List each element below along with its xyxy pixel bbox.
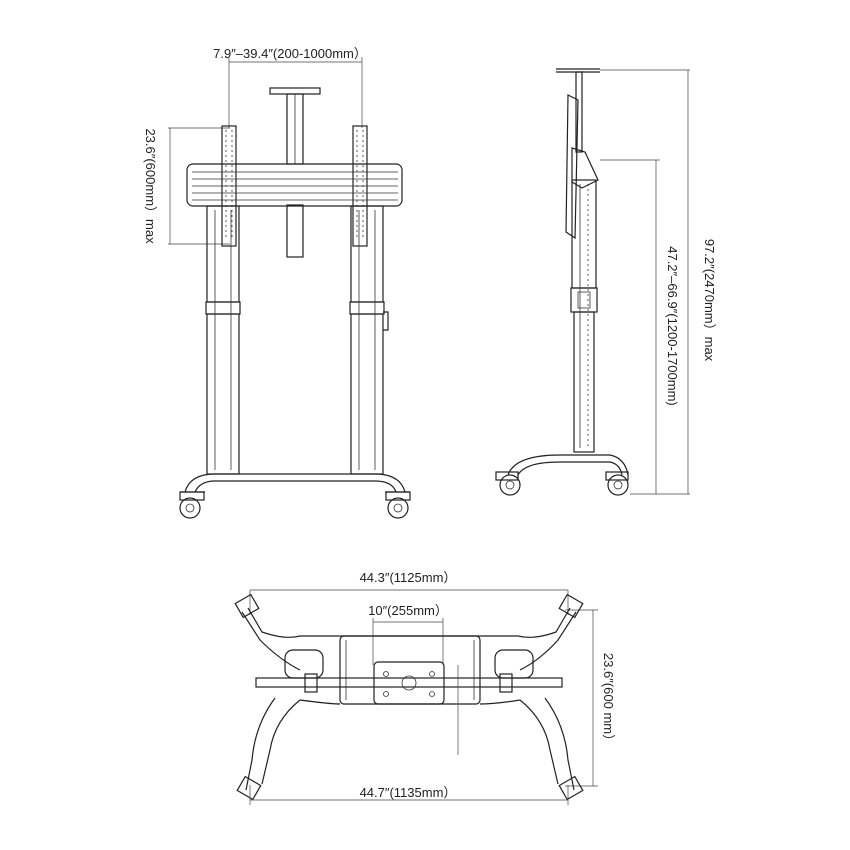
- side-top-pole: [575, 71, 583, 153]
- side-left-caster: [495, 471, 521, 496]
- total-height-label: 97.2″(2470mm）max: [702, 239, 717, 362]
- base-top-left-cap: [234, 593, 260, 619]
- mount-width-label: 7.9″–39.4″(200-1000mm）: [213, 46, 367, 61]
- side-screen-plate: [565, 94, 579, 240]
- top-shelf: [269, 87, 321, 95]
- base-center-body: [339, 635, 481, 705]
- base-depth-label: 23.6″(600 mm）: [601, 653, 616, 747]
- base-inner-width-label: 10″(255mm）: [368, 603, 448, 618]
- base-bottom-width-label: 44.7″(1135mm）: [360, 785, 457, 800]
- side-column: [570, 179, 598, 453]
- mount-rail: [186, 163, 403, 207]
- side-base: [507, 454, 629, 476]
- front-view: 7.9″–39.4″(200-1000mm） 23.6″(600mm）max: [143, 46, 411, 519]
- base-view: 44.3″(1125mm） 10″(255mm） 23.6″(600 mm）: [234, 570, 616, 805]
- side-tilt-bracket: [571, 147, 599, 189]
- base-bottom-right-cap: [558, 775, 584, 801]
- right-column: [349, 205, 389, 475]
- base-bottom-left-cap: [236, 775, 262, 801]
- center-height-label: 47.2″–66.9″(1200-1700mm): [665, 246, 680, 406]
- base-frame: [234, 593, 584, 801]
- mount-height-label: 23.6″(600mm）max: [143, 128, 158, 244]
- control-panel: [577, 291, 591, 309]
- front-base: [180, 473, 410, 493]
- front-right-caster: [385, 491, 411, 519]
- base-crossbar: [255, 677, 563, 688]
- base-mount-plate: [373, 661, 445, 705]
- base-top-right-cap: [558, 593, 584, 619]
- side-view: 97.2″(2470mm）max 47.2″–66.9″(1200-1700mm…: [495, 68, 717, 496]
- side-right-caster: [605, 471, 629, 496]
- front-left-caster: [179, 491, 205, 519]
- base-top-width-label: 44.3″(1125mm）: [360, 570, 457, 585]
- left-column: [205, 205, 241, 475]
